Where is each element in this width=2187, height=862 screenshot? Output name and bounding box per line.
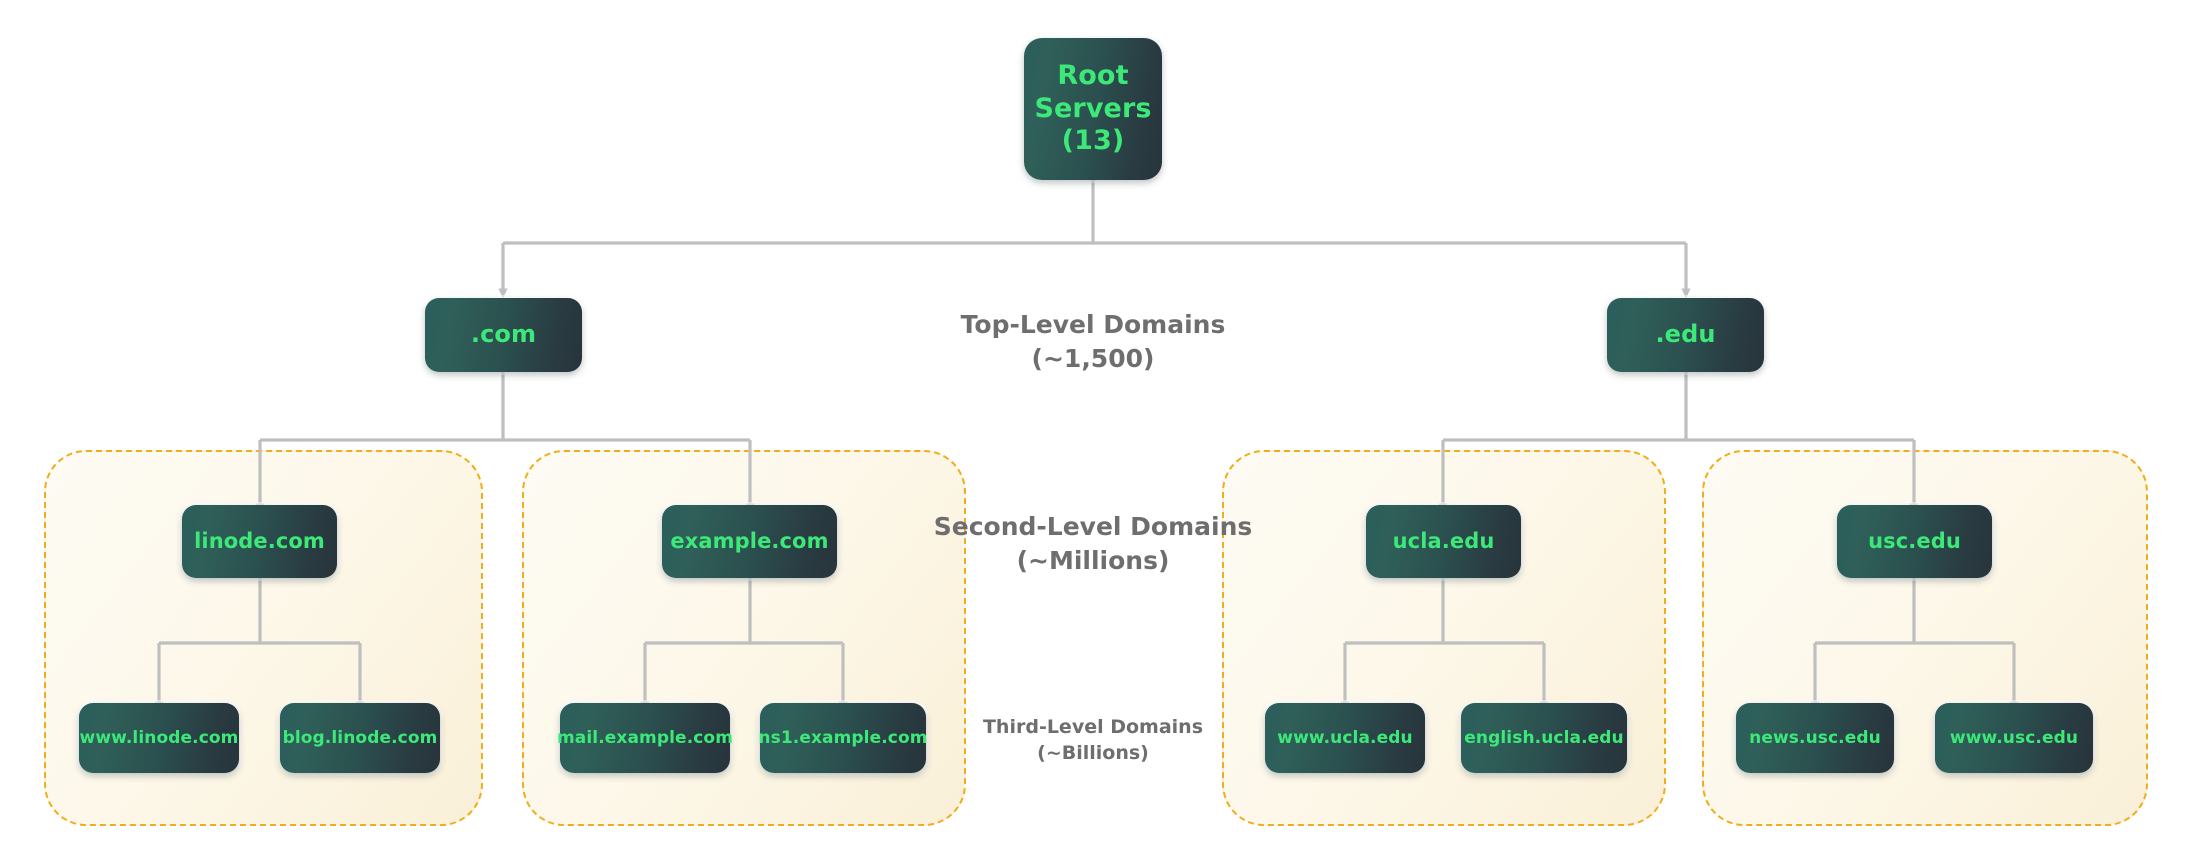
node-third-english-ucla-edu[interactable]: english.ucla.edu [1461,703,1627,773]
node-third-www-linode-com[interactable]: www.linode.com [79,703,239,773]
node-third-www-ucla-edu[interactable]: www.ucla.edu [1265,703,1425,773]
node-root-servers[interactable]: Root Servers (13) [1024,38,1162,180]
node-third-news-usc-edu[interactable]: news.usc.edu [1736,703,1894,773]
node-sld-linode-com[interactable]: linode.com [182,505,337,578]
node-tld-edu[interactable]: .edu [1607,298,1764,372]
node-third-blog-linode-com[interactable]: blog.linode.com [280,703,440,773]
tier-label-top-level: Top-Level Domains (~1,500) [960,310,1226,373]
node-sld-ucla-edu[interactable]: ucla.edu [1366,505,1521,578]
tier-label-third-level: Third-Level Domains (~Billions) [982,716,1204,764]
node-sld-example-com[interactable]: example.com [662,505,837,578]
node-tld-com[interactable]: .com [425,298,582,372]
node-third-www-usc-edu[interactable]: www.usc.edu [1935,703,2093,773]
node-sld-usc-edu[interactable]: usc.edu [1837,505,1992,578]
tier-label-second-level: Second-Level Domains (~Millions) [933,512,1253,575]
node-third-mail-example-com[interactable]: mail.example.com [557,703,733,773]
node-third-ns1-example-com[interactable]: ns1.example.com [758,703,927,773]
